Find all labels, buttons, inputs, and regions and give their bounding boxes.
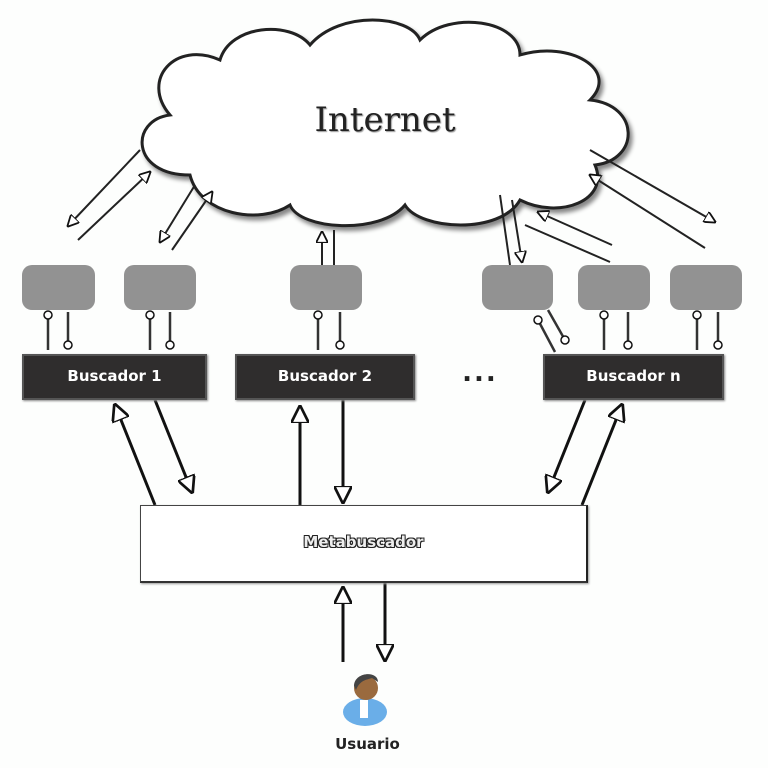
arrow bbox=[499, 194, 511, 266]
engine-meta-links bbox=[115, 399, 622, 662]
arrow bbox=[77, 172, 150, 241]
metasearch-box: Metabuscador bbox=[140, 505, 588, 583]
arrow bbox=[589, 149, 715, 222]
engine-box-n: Buscador n bbox=[543, 354, 724, 400]
arrow bbox=[524, 224, 611, 263]
metasearch-label: Metabuscador bbox=[303, 533, 424, 551]
user-icon bbox=[343, 674, 387, 726]
engine-label: Buscador 1 bbox=[67, 367, 162, 385]
arrow bbox=[590, 175, 706, 249]
arrow bbox=[538, 212, 613, 246]
source-box bbox=[578, 265, 650, 310]
internet-cloud bbox=[140, 18, 630, 228]
ellipsis: ... bbox=[462, 358, 498, 388]
arrow bbox=[160, 184, 196, 242]
arrow bbox=[68, 149, 141, 226]
source-box bbox=[482, 265, 553, 310]
engine-box-1: Buscador 1 bbox=[22, 354, 207, 400]
internet-links bbox=[68, 149, 715, 266]
source-box bbox=[670, 265, 742, 310]
arrow bbox=[171, 192, 212, 251]
source-box bbox=[22, 265, 95, 310]
internet-label: Internet bbox=[314, 100, 456, 140]
engine-label: Buscador n bbox=[586, 367, 681, 385]
user-label: Usuario bbox=[335, 735, 400, 753]
engine-label: Buscador 2 bbox=[277, 367, 373, 385]
source-box bbox=[124, 265, 196, 310]
arrow bbox=[511, 199, 522, 262]
source-engine-links bbox=[43, 309, 723, 353]
source-box bbox=[290, 265, 362, 310]
engine-box-2: Buscador 2 bbox=[235, 354, 415, 400]
